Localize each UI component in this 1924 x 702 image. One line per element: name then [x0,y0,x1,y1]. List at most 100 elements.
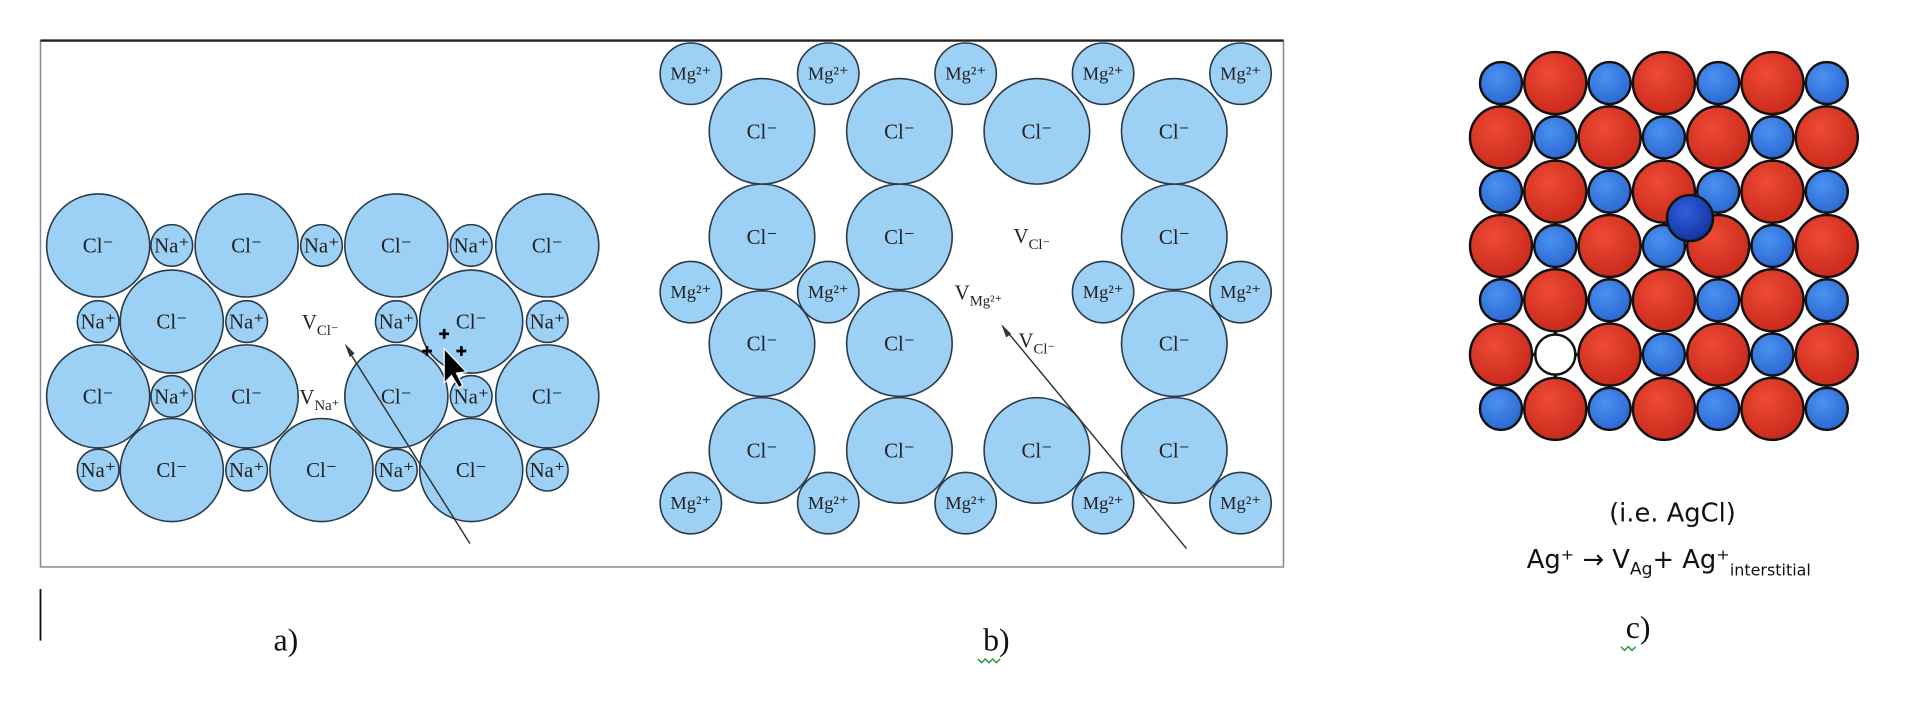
move-cursor-icon [422,328,468,389]
silver-ion [1750,332,1795,377]
chloride-ion-label: Cl⁻ [884,225,915,249]
chloride-ion [1631,50,1697,116]
silver-ion [1804,386,1850,432]
chloride-ion [1794,322,1860,387]
magnesium-ion-label: Mg²⁺ [1220,493,1261,513]
sodium-ion-label: Na⁺ [530,310,565,334]
sodium-ion-label: Na⁺ [81,458,116,482]
chloride-ion-label: Cl⁻ [884,332,915,356]
magnesium-ion-label: Mg²⁺ [1083,493,1124,513]
silver-ion [1533,115,1578,160]
chloride-ion [1631,268,1697,333]
chloride-ion [1685,105,1751,170]
chloride-ion [1120,183,1228,291]
compound-label: (i.e. AgCl) [1609,499,1736,529]
vacancy-label-cl: VCl⁻ [302,310,339,339]
chloride-ion-label: Cl⁻ [456,310,487,334]
magnesium-ion [659,42,723,106]
silver-ion [1587,60,1632,106]
chloride-ion [1577,322,1642,387]
chloride-ion-label: Cl⁻ [231,233,262,257]
chloride-ion [494,344,600,449]
spellcheck-squiggle [1620,645,1637,652]
chloride-ion [1740,376,1805,442]
magnesium-ion [659,471,723,535]
vacancy-label-cl-2: VCl⁻ [1018,328,1055,357]
chloride-ion [1740,159,1805,224]
chloride-ion-label: Cl⁻ [156,458,187,482]
vacancy-label-cl-1: VCl⁻ [1014,224,1051,253]
sodium-ion [374,448,418,492]
silver-ion [1641,115,1687,160]
silver-ion [1478,60,1524,106]
sodium-ion [76,299,120,344]
chloride-ion [1577,213,1642,279]
chloride-ion-label: Cl⁻ [381,233,412,257]
silver-ion [1695,278,1741,323]
defect-equation: Ag⁺ → VAg+ Ag⁺interstitial [1527,545,1811,579]
chloride-ion-label: Cl⁻ [381,384,412,408]
magnesium-ion [1071,42,1135,106]
silver-ion [1641,332,1687,377]
magnesium-ion [934,42,998,106]
chloride-ion-label: Cl⁻ [884,438,915,462]
chloride-ion [269,417,374,523]
chloride-ion [1794,213,1860,279]
magnesium-ion-label: Mg²⁺ [945,493,986,513]
magnesium-ion [796,471,860,535]
chloride-ion-label: Cl⁻ [231,384,262,408]
magnesium-ion-label: Mg²⁺ [808,282,849,302]
magnesium-ion-label: Mg²⁺ [1220,282,1261,302]
chloride-ion [119,269,225,374]
chloride-ion [845,290,953,398]
chloride-ion [1794,105,1860,170]
magnesium-ion [796,260,860,324]
chloride-ion [45,193,151,298]
magnesium-ion-label: Mg²⁺ [1083,64,1124,84]
chloride-ion-label: Cl⁻ [532,384,563,408]
sodium-ion-label: Na⁺ [454,384,489,408]
sodium-ion-label: Na⁺ [81,310,116,334]
chloride-ion [1685,322,1751,387]
silver-ion [1478,278,1524,323]
panel-a-nacl-lattice: Cl⁻Cl⁻Cl⁻Cl⁻Cl⁻Cl⁻Cl⁻Cl⁻Cl⁻Cl⁻Cl⁻Cl⁻Cl⁻N… [45,193,600,523]
chloride-ion-label: Cl⁻ [747,119,778,143]
chloride-ion [708,183,816,291]
chloride-ion [1120,290,1228,398]
caption-c: c) [1626,610,1651,645]
panel-c-agcl-lattice [1468,50,1860,442]
magnesium-ion [1209,260,1273,324]
silver-ion [1587,386,1632,432]
magnesium-ion [659,260,723,324]
sodium-ion-label: Na⁺ [530,458,565,482]
chloride-ion-label: Cl⁻ [456,458,487,482]
panel-b-mgcl2-lattice: Cl⁻Cl⁻Cl⁻Cl⁻Cl⁻Cl⁻Cl⁻Cl⁻Cl⁻Cl⁻Cl⁻Cl⁻Cl⁻C… [659,42,1273,535]
migration-arrow-a [344,343,471,545]
chloride-ion-label: Cl⁻ [747,332,778,356]
chloride-ion-label: Cl⁻ [1021,119,1052,143]
magnesium-ion-label: Mg²⁺ [945,64,986,84]
magnesium-ion-label: Mg²⁺ [808,64,849,84]
magnesium-ion-label: Mg²⁺ [670,282,711,302]
chloride-ion-label: Cl⁻ [747,225,778,249]
chloride-ion [845,396,953,504]
chloride-ion [983,77,1091,185]
silver-ion [1695,60,1741,106]
chloride-ion [708,290,816,398]
chloride-ion [708,396,816,504]
chloride-ion [344,193,449,298]
sodium-ion [150,374,194,419]
silver-ion [1587,169,1632,214]
sodium-ion [224,448,269,492]
sodium-ion-label: Na⁺ [154,384,189,408]
chloride-ion-label: Cl⁻ [156,310,187,334]
magnesium-ion-label: Mg²⁺ [1220,64,1261,84]
silver-ion [1533,223,1578,269]
chloride-ion [845,183,953,291]
magnesium-ion-label: Mg²⁺ [670,64,711,84]
sodium-ion-label: Na⁺ [304,233,339,257]
sodium-ion-label: Na⁺ [229,310,264,334]
migration-arrow-b [1001,324,1188,550]
chloride-ion-label: Cl⁻ [1159,225,1190,249]
sodium-ion [224,299,269,344]
